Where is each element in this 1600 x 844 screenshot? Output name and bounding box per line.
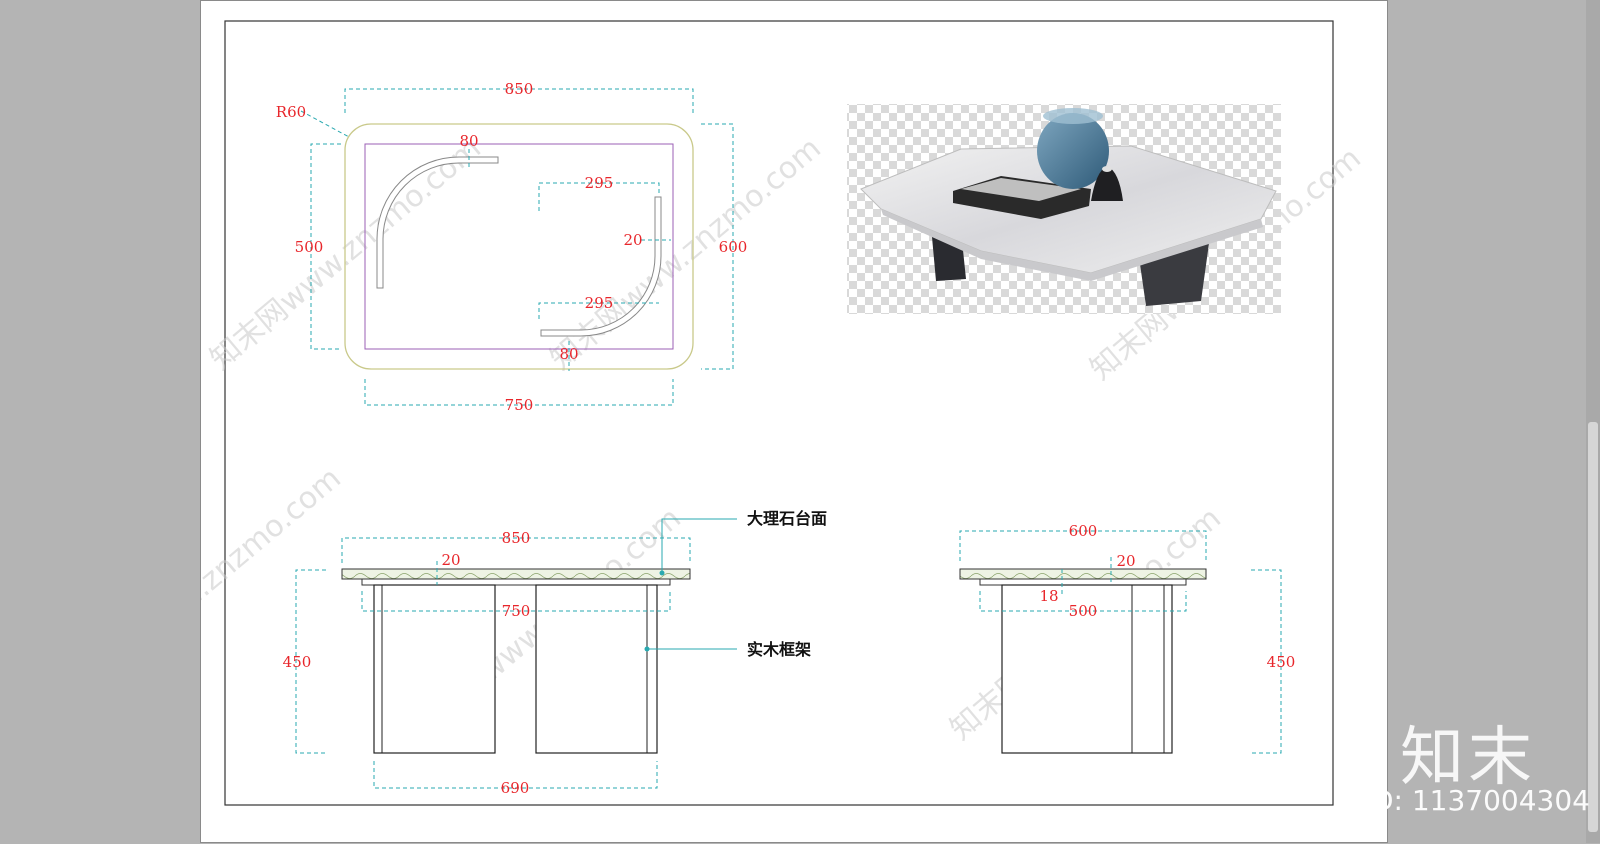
callout-leader-marble	[661, 518, 737, 573]
brand-logo: 知末	[1400, 721, 1536, 795]
side-leg	[1001, 584, 1173, 754]
plan-width-inner: 750	[505, 396, 534, 414]
scrollbar-thumb[interactable]	[1588, 422, 1598, 832]
plan-leg-thickness-top: 80	[459, 132, 478, 150]
photo-book-cover	[961, 178, 1081, 201]
front-marble-top	[341, 568, 691, 580]
plan-leg-width: 20	[623, 231, 642, 249]
photo-glass-jar	[1037, 113, 1109, 189]
side-dimension-lines	[959, 530, 1282, 754]
plan-corner-radius: R60	[276, 103, 306, 121]
side-elevation: 600 500 450 20 18	[959, 522, 1296, 754]
watermark-1: 知末网www.znzmo.com	[204, 131, 488, 377]
front-leg-right	[535, 584, 658, 754]
callout-dot-marble	[659, 570, 665, 576]
plan-leg-length-bottom: 295	[585, 294, 614, 312]
plan-view: 850 750 500 600 R60 80 80 295 295 20	[276, 80, 748, 414]
image-id-label: ID: 1137004304	[1363, 784, 1590, 817]
side-top-thickness: 20	[1116, 552, 1135, 570]
side-marble-top	[959, 568, 1207, 580]
side-height: 450	[1267, 653, 1296, 671]
watermark-2: 知末网www.znzmo.com	[544, 131, 828, 377]
plan-dimension-lines	[310, 88, 734, 406]
photo-vase	[1091, 166, 1123, 201]
front-width-top: 850	[502, 529, 531, 547]
plan-height-inner: 500	[295, 238, 324, 256]
front-height: 450	[283, 653, 312, 671]
side-frame-thickness: 18	[1039, 587, 1058, 605]
plan-width-outer: 850	[505, 80, 534, 98]
front-top-thickness: 20	[441, 551, 460, 569]
side-width-frame: 500	[1069, 602, 1098, 620]
front-elevation: 850 750 690 450 20 大理石台面 实木框架	[283, 509, 827, 797]
plan-frame-outline	[364, 143, 674, 350]
product-photo	[847, 104, 1281, 314]
plan-leg-bottom	[540, 196, 662, 337]
watermark-6: 知末网www.znzmo.com	[201, 461, 348, 707]
photo-marble-edge	[881, 209, 1263, 281]
photo-glass-rim	[1043, 108, 1103, 124]
plan-height-outer: 600	[719, 238, 748, 256]
front-apron	[361, 578, 671, 586]
callout-dot-frame	[644, 646, 650, 652]
front-width-frame: 750	[502, 602, 531, 620]
drawing-sheet: 知末网www.znzmo.com 知末网www.znzmo.com 知末网www…	[200, 0, 1388, 843]
front-dimension-lines	[295, 537, 691, 789]
plan-leg-length-top: 295	[585, 174, 614, 192]
plan-leg-top	[376, 156, 499, 289]
callout-marble-top: 大理石台面	[747, 509, 827, 528]
side-width-top: 600	[1069, 522, 1098, 540]
callout-wood-frame: 实木框架	[747, 640, 811, 659]
cad-drawing: 知末网www.znzmo.com 知末网www.znzmo.com 知末网www…	[201, 20, 1368, 806]
front-width-legs: 690	[501, 779, 530, 797]
drawing-frame	[224, 20, 1334, 806]
vertical-scrollbar[interactable]	[1586, 0, 1600, 843]
radius-leader	[300, 110, 350, 138]
front-leg-left	[373, 584, 496, 754]
plan-top-outline	[344, 123, 694, 370]
photo-vase-top	[1102, 166, 1112, 172]
plan-leg-thickness-bottom: 80	[559, 345, 578, 363]
side-apron	[979, 578, 1187, 586]
